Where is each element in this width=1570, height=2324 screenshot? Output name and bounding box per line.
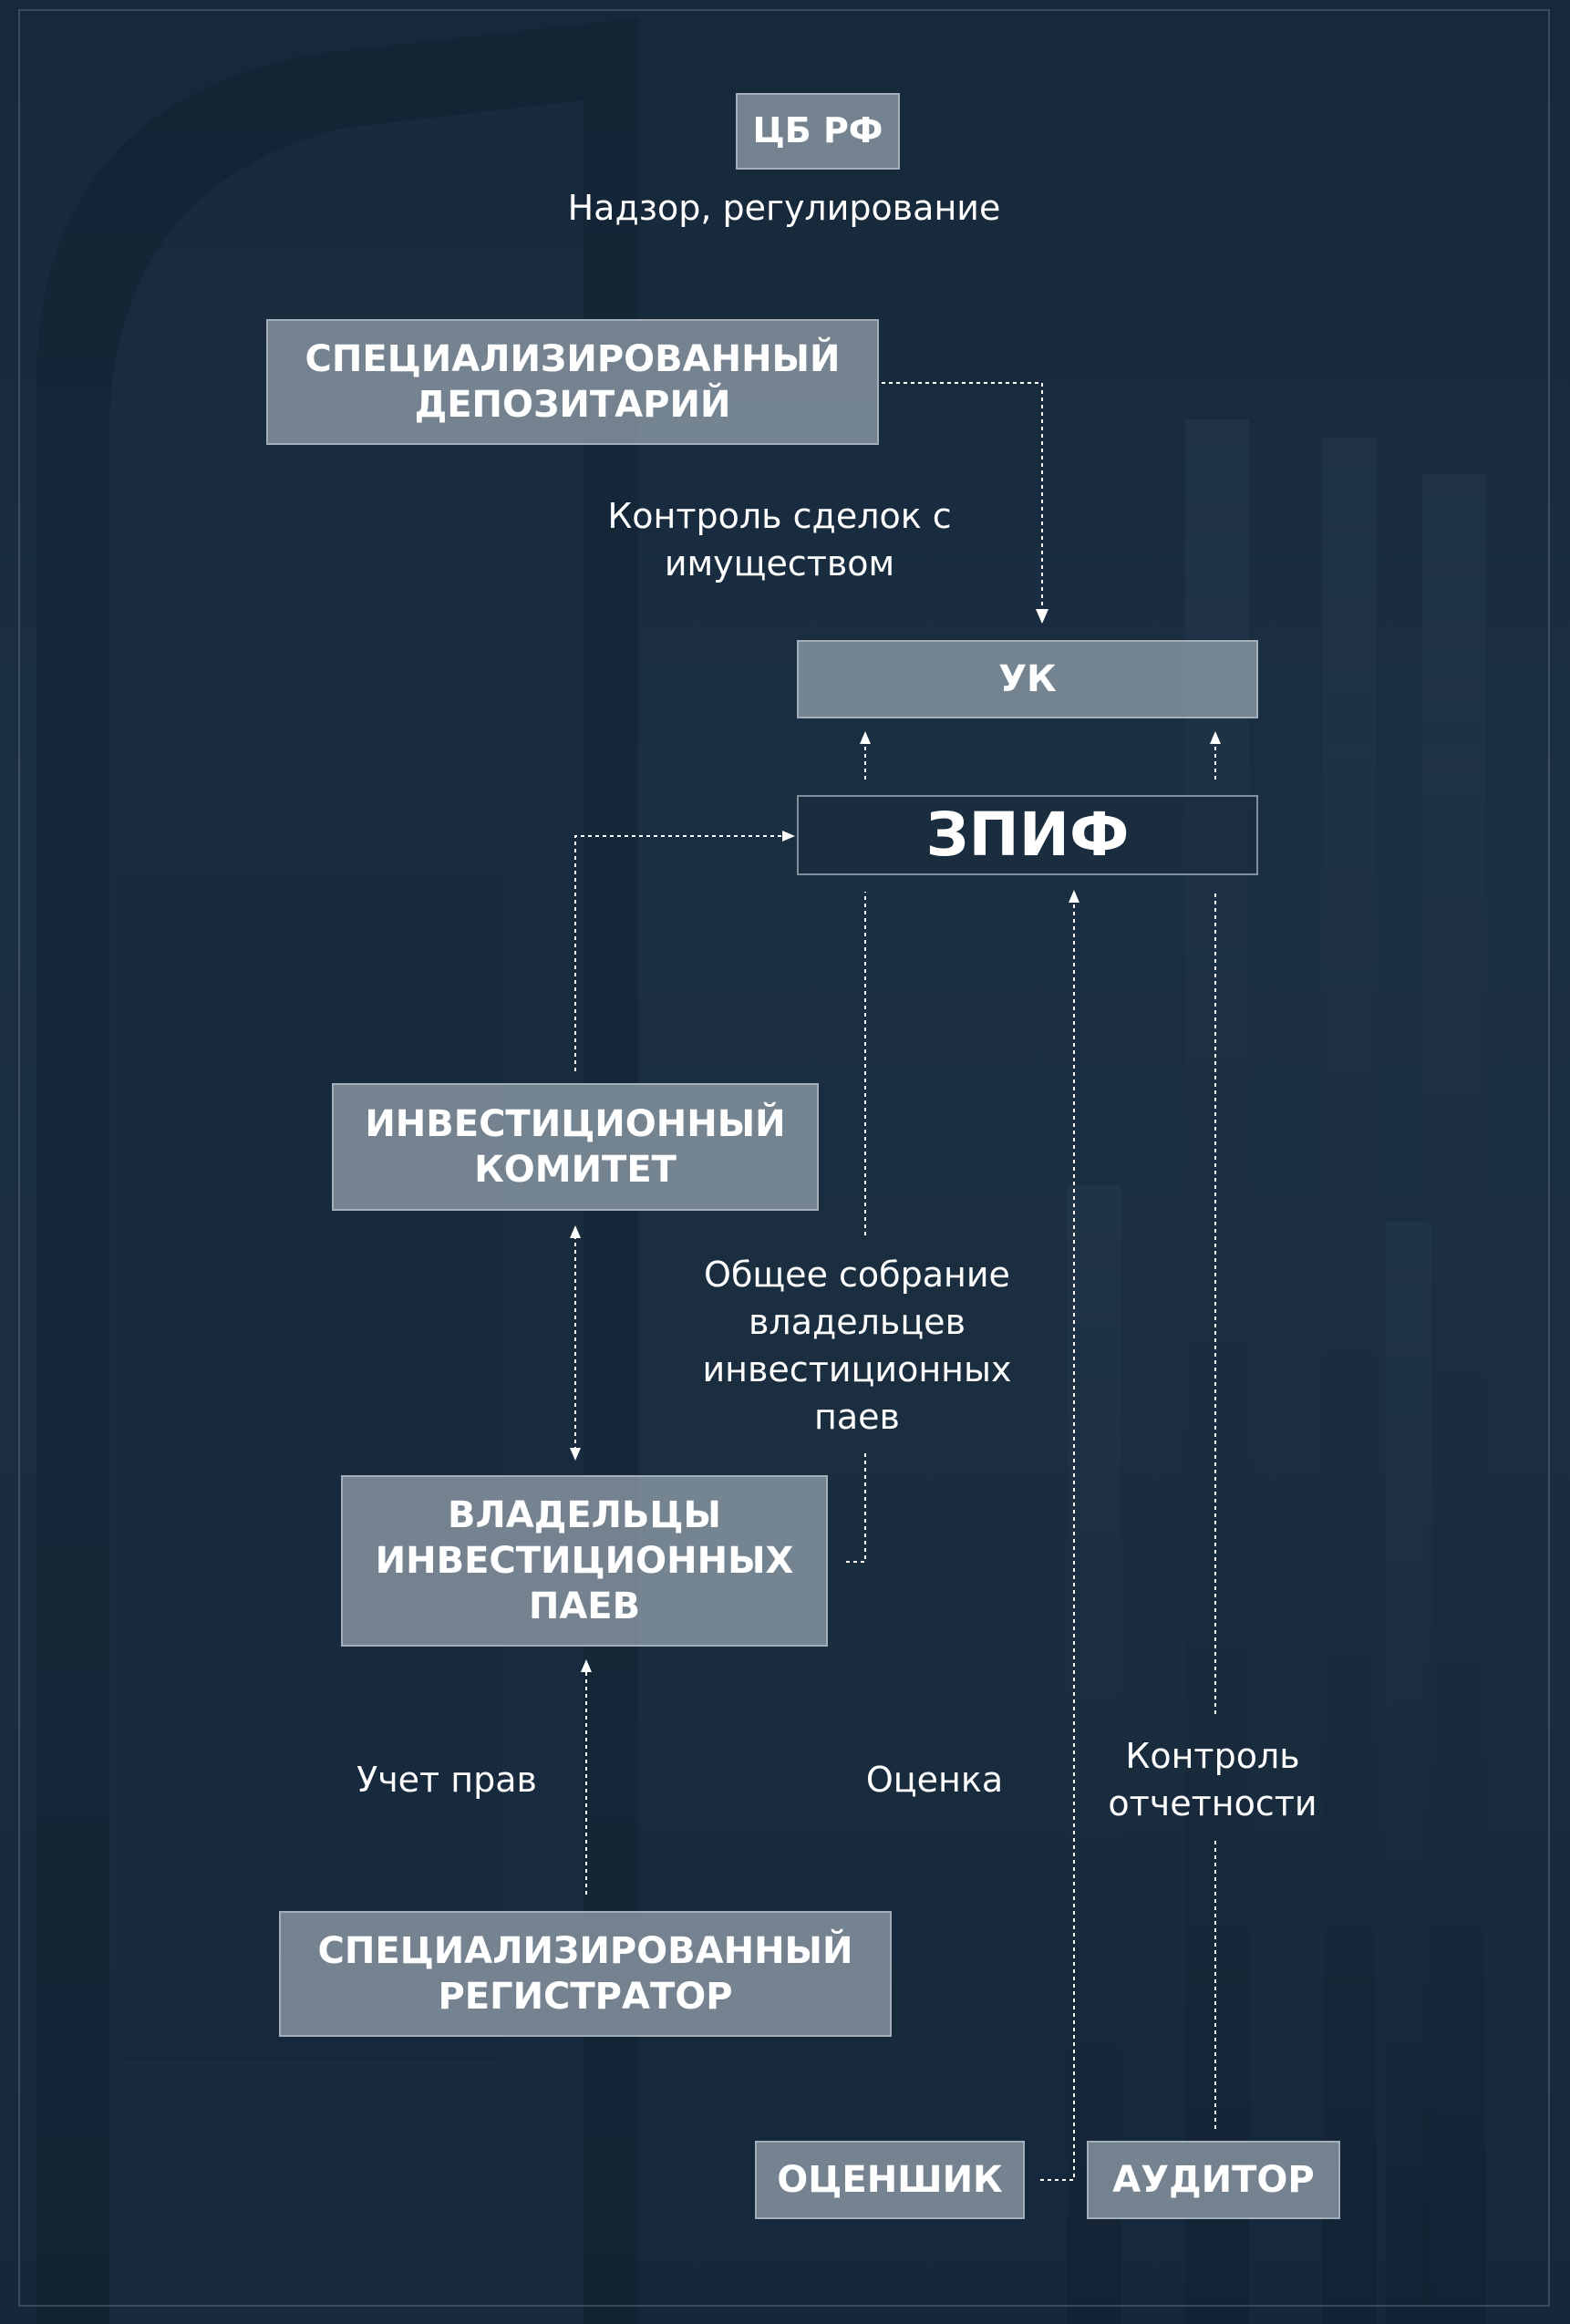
uk-box: УК: [797, 640, 1258, 718]
appraiser-box: ОЦЕНШИК: [755, 2141, 1025, 2219]
appraiser-label: ОЦЕНШИК: [777, 2159, 1003, 2201]
rights-accounting-label: Учет прав: [356, 1760, 537, 1800]
deals-control-label: Контроль сделок с имуществом: [607, 496, 952, 584]
registrar-box: СПЕЦИАЛИЗИРОВАННЫЙ РЕГИСТРАТОР: [279, 1911, 892, 2037]
general-meeting-label: Общее собрание владельцев инвестиционных…: [702, 1255, 1012, 1437]
cb-rf-label: ЦБ РФ: [752, 110, 883, 151]
unit-owners-box: ВЛАДЕЛЬЦЫ ИНВЕСТИЦИОННЫХ ПАЕВ: [341, 1475, 828, 1647]
investment-committee-box: ИНВЕСТИЦИОННЫЙ КОМИТЕТ: [332, 1083, 819, 1211]
auditor-label: АУДИТОР: [1112, 2159, 1315, 2201]
cb-rf-box: ЦБ РФ: [736, 93, 900, 170]
uk-label: УК: [998, 658, 1057, 700]
supervision-label: Надзор, регулирование: [567, 188, 1001, 228]
depositary-label: СПЕЦИАЛИЗИРОВАННЫЙ ДЕПОЗИТАРИЙ: [305, 338, 841, 426]
unit-owners-label: ВЛАДЕЛЬЦЫ ИНВЕСТИЦИОННЫХ ПАЕВ: [375, 1494, 794, 1627]
reporting-control-label: Контроль отчетности: [1108, 1736, 1317, 1823]
zpif-box: ЗПИФ: [797, 795, 1258, 875]
zpif-label: ЗПИФ: [925, 799, 1130, 870]
depositary-box: СПЕЦИАЛИЗИРОВАННЫЙ ДЕПОЗИТАРИЙ: [266, 319, 879, 445]
investment-committee-label: ИНВЕСТИЦИОННЫЙ КОМИТЕТ: [365, 1103, 786, 1191]
outer-frame: [18, 9, 1550, 2307]
valuation-label: Оценка: [865, 1760, 1004, 1800]
registrar-label: СПЕЦИАЛИЗИРОВАННЫЙ РЕГИСТРАТОР: [317, 1930, 853, 2018]
auditor-box: АУДИТОР: [1087, 2141, 1340, 2219]
